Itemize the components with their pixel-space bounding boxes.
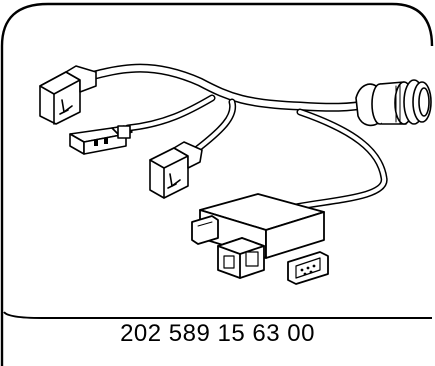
branch-cable-module xyxy=(286,108,388,212)
branch-cable-flat-plug xyxy=(124,94,216,132)
caption-separator xyxy=(3,311,432,319)
flat-plug-connector xyxy=(69,125,133,155)
branch-cable-angled-2 xyxy=(192,98,237,154)
angled-connector-center xyxy=(149,141,203,199)
control-module xyxy=(191,193,329,285)
harness-drawing xyxy=(39,63,432,285)
main-cable xyxy=(71,63,373,112)
part-number-label: 202 589 15 63 00 xyxy=(120,320,315,347)
round-connector xyxy=(355,79,432,127)
angled-connector-top-left xyxy=(39,65,97,125)
